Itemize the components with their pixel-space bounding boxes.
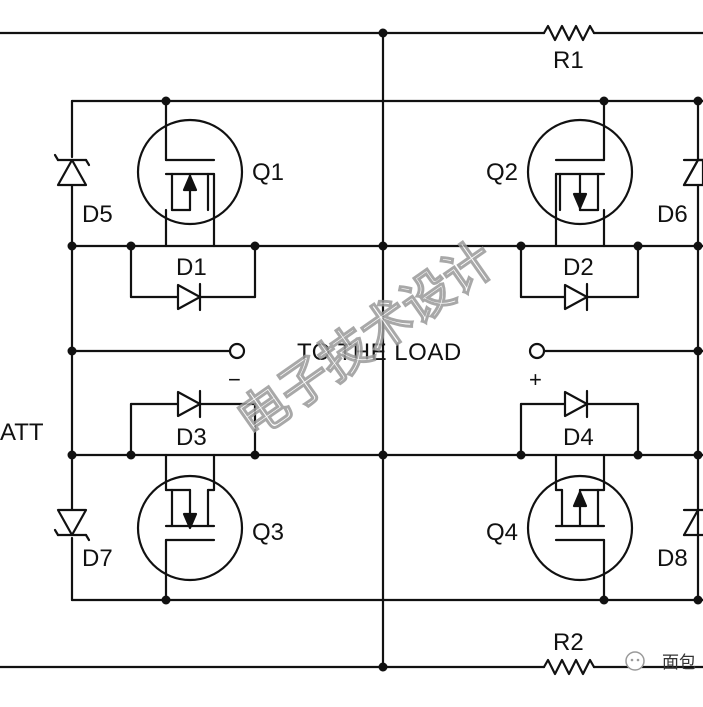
label-q1: Q1 bbox=[252, 159, 284, 186]
watermark: 电子技术设计 bbox=[226, 230, 505, 449]
mosfet-q1-symbol bbox=[136, 99, 244, 248]
label-r2: R2 bbox=[553, 629, 584, 656]
load-minus-sign: − bbox=[228, 367, 241, 392]
mosfet-q3-symbol bbox=[136, 453, 244, 602]
label-d3: D3 bbox=[176, 424, 207, 451]
corner-badge-text: 面包 bbox=[662, 653, 696, 672]
label-d6: D6 bbox=[657, 201, 688, 228]
bottom-supply-wire bbox=[0, 658, 703, 676]
label-q2: Q2 bbox=[486, 159, 518, 186]
load-terminal-right bbox=[528, 342, 546, 360]
label-to-the-load: TO THE LOAD bbox=[297, 339, 462, 366]
diode-d7-symbol bbox=[53, 508, 91, 542]
label-d7: D7 bbox=[82, 545, 113, 572]
load-plus-sign: + bbox=[529, 367, 542, 392]
label-batt: ATT bbox=[0, 419, 44, 446]
label-d5: D5 bbox=[82, 201, 113, 228]
label-d1: D1 bbox=[176, 254, 207, 281]
label-d4: D4 bbox=[563, 424, 594, 451]
diode-d8-symbol bbox=[682, 508, 703, 537]
load-terminal-left bbox=[228, 342, 246, 360]
corner-badge: 面包 bbox=[625, 651, 696, 672]
diode-d1-symbol bbox=[129, 244, 257, 312]
mosfet-q2-symbol bbox=[526, 99, 634, 248]
diode-d3-symbol bbox=[129, 389, 257, 457]
watermark-text: 电子技术设计 bbox=[227, 231, 505, 449]
mosfet-q4-symbol bbox=[526, 453, 634, 602]
label-q4: Q4 bbox=[486, 519, 518, 546]
junction-dots bbox=[67, 28, 703, 672]
diode-d2-symbol bbox=[519, 244, 640, 312]
diode-d4-symbol bbox=[519, 389, 640, 457]
top-supply-wire bbox=[0, 24, 703, 42]
wechat-icon bbox=[625, 651, 645, 671]
diode-d5-symbol bbox=[53, 153, 91, 187]
label-r1: R1 bbox=[553, 47, 584, 74]
label-q3: Q3 bbox=[252, 519, 284, 546]
diode-d6-symbol bbox=[682, 158, 703, 187]
label-d2: D2 bbox=[563, 254, 594, 281]
label-d8: D8 bbox=[657, 545, 688, 572]
